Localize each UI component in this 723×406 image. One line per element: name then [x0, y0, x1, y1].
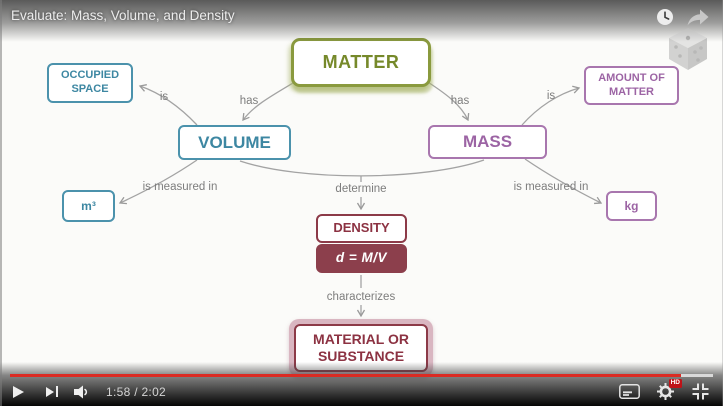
play-button[interactable]	[13, 385, 24, 398]
node-volume: VOLUME	[178, 125, 291, 160]
channel-watermark-cube-icon[interactable]	[665, 26, 711, 76]
node-mass: MASS	[428, 125, 547, 159]
edge-label-characterizes: characterizes	[326, 291, 396, 303]
edge-label-determine: determine	[335, 183, 387, 195]
node-occupied-space: OCCUPIED SPACE	[47, 63, 133, 103]
player-right-edge	[721, 0, 723, 406]
top-gradient-overlay	[0, 0, 723, 42]
watch-later-icon[interactable]	[656, 8, 674, 26]
node-density: DENSITY	[316, 214, 407, 243]
progress-played	[10, 373, 682, 377]
edge-label-has-right: has	[450, 95, 470, 107]
bottom-gradient-overlay	[0, 362, 723, 406]
edge-label-measured-left: is measured in	[142, 181, 218, 193]
progress-bar[interactable]	[10, 373, 713, 377]
edge-label-has-left: has	[239, 95, 259, 107]
settings-gear-icon[interactable]: HD	[657, 379, 682, 400]
edge-label-is-right: is	[546, 90, 556, 102]
node-cubic-meter: m³	[62, 190, 115, 222]
volume-icon[interactable]	[74, 385, 92, 399]
node-amount-of-matter: AMOUNT OF MATTER	[584, 66, 679, 105]
player-left-edge	[0, 0, 2, 406]
edge-brace	[239, 159, 485, 177]
edge-volume-occupied	[138, 84, 198, 126]
share-icon[interactable]	[687, 9, 709, 26]
edge-label-measured-right: is measured in	[513, 181, 589, 193]
video-title[interactable]: Evaluate: Mass, Volume, and Density	[11, 8, 235, 23]
hd-badge: HD	[668, 379, 682, 388]
node-kilogram: kg	[606, 191, 657, 221]
subtitles-icon[interactable]	[619, 384, 640, 399]
time-display: 1:58 / 2:02	[106, 384, 167, 399]
edge-label-is-left: is	[159, 91, 169, 103]
fullscreen-icon[interactable]	[691, 382, 710, 401]
player-controls: 1:58 / 2:02 H	[0, 377, 723, 406]
node-matter: MATTER	[291, 38, 431, 87]
next-button[interactable]	[46, 386, 58, 397]
node-density-formula: d = M/V	[316, 244, 407, 273]
